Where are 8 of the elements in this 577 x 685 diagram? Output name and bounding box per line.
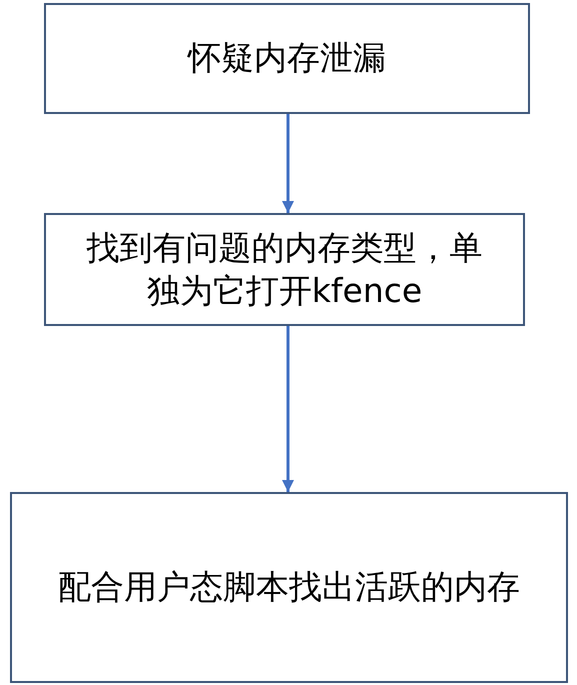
process-box [44,213,525,326]
process-box [44,3,530,114]
box-label: 配合用户态脚本找出活跃的内存 [58,566,520,608]
arrow [282,326,294,492]
box-label: 怀疑内存泄漏 [188,37,386,80]
arrow [282,114,294,213]
box-label: 找到有问题的内存类型，单独为它打开kfence [86,226,484,312]
process-box [10,492,568,683]
